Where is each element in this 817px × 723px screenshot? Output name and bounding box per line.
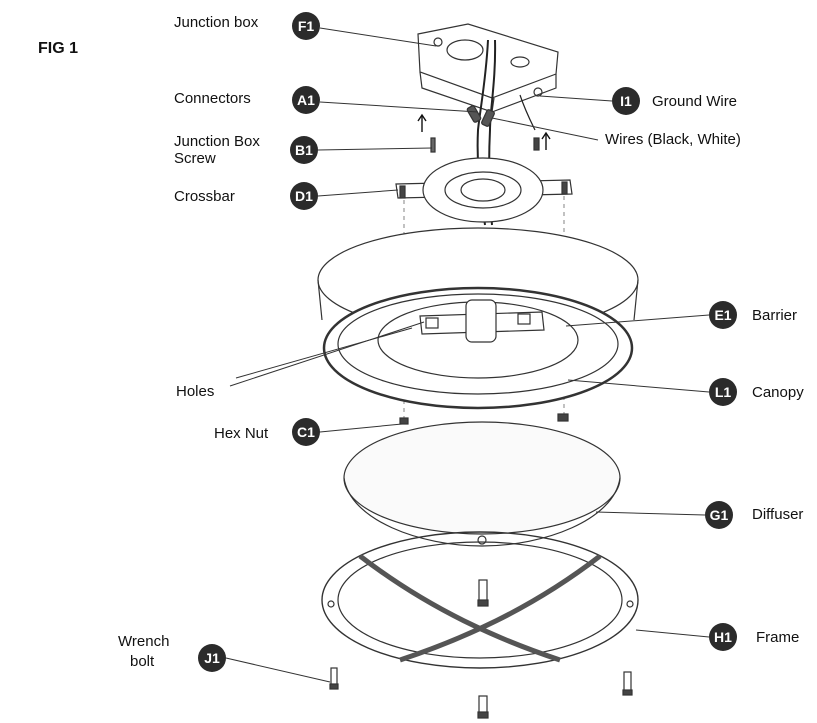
- label-junction-box-screw-line1: Junction Box: [174, 133, 260, 150]
- up-arrows: [417, 113, 551, 150]
- badge-i1: I1: [612, 87, 640, 115]
- badge-c1: C1: [292, 418, 320, 446]
- wrench-bolts: [329, 579, 633, 719]
- label-wrench-bolt-line2: bolt: [130, 653, 155, 670]
- crossbar-drawing: [395, 157, 573, 223]
- badge-j1: J1: [198, 644, 226, 672]
- frame-drawing: [321, 531, 639, 669]
- canopy-drawing: [317, 227, 639, 410]
- label-crossbar: Crossbar: [174, 188, 235, 205]
- junction-box-screws: [430, 137, 540, 153]
- badge-l1: L1: [709, 378, 737, 406]
- label-holes: Holes: [176, 383, 215, 400]
- connectors-drawing: [466, 105, 495, 127]
- badge-d1: D1: [290, 182, 318, 210]
- label-hex-nut: Hex Nut: [214, 425, 269, 442]
- badge-e1: E1: [709, 301, 737, 329]
- leader-lines: [225, 27, 710, 683]
- label-ground-wire: Ground Wire: [652, 93, 738, 110]
- badge-g1: G1: [705, 501, 733, 529]
- badge-a1: A1: [292, 86, 320, 114]
- junction-box-drawing: [417, 23, 559, 113]
- label-canopy: Canopy: [752, 384, 804, 401]
- diffuser-drawing: [343, 421, 621, 547]
- label-connectors: Connectors: [174, 90, 251, 107]
- label-frame: Frame: [756, 629, 800, 646]
- hex-nuts: [399, 413, 569, 425]
- label-diffuser: Diffuser: [752, 506, 804, 523]
- label-junction-box-screw-line2: Screw: [174, 150, 216, 167]
- label-wrench-bolt-line1: Wrench: [118, 633, 170, 650]
- badge-h1: H1: [709, 623, 737, 651]
- badge-b1: B1: [290, 136, 318, 164]
- label-junction-box: Junction box: [174, 14, 259, 31]
- label-barrier: Barrier: [752, 307, 798, 324]
- barrier-drawing: [419, 299, 545, 343]
- badge-f1: F1: [292, 12, 320, 40]
- label-wires: Wires (Black, White): [605, 131, 741, 148]
- figure-label: FIG 1: [38, 40, 79, 57]
